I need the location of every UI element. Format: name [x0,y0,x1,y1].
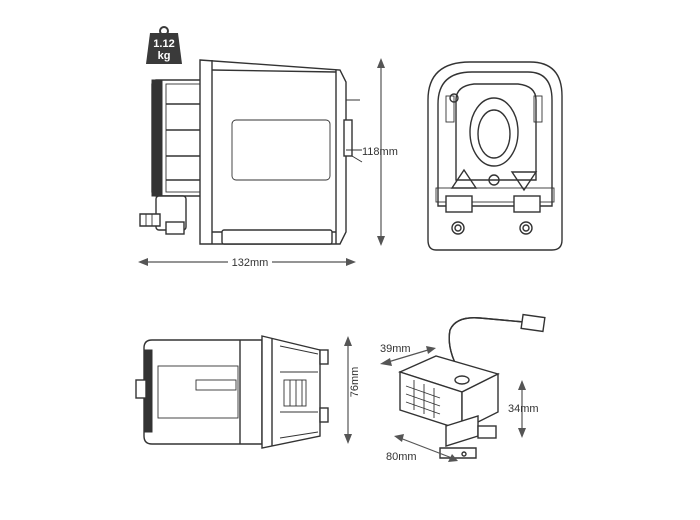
side-length-label: 132mm [232,257,269,269]
module-depth-dimension: 39mm [380,343,436,366]
module-isometric-view [398,313,546,459]
front-view [427,61,563,251]
module-width-label: 80mm [386,451,417,463]
module-depth-label: 39mm [380,343,411,355]
weight-value: 1.12 [153,38,174,50]
side-length-dimension: 132mm [138,257,356,269]
weight-icon: 1.12 kg [146,26,182,64]
top-view [135,335,329,449]
module-width-dimension: 80mm [386,434,458,463]
top-height-label: 76mm [349,367,361,398]
side-view [139,59,363,245]
module-height-label: 34mm [508,403,539,415]
weight-unit: kg [158,50,171,62]
top-height-dimension: 76mm [344,336,361,444]
module-height-dimension: 34mm [508,380,539,438]
side-height-label: 118mm [362,146,398,158]
side-height-dimension: 118mm [362,58,398,246]
